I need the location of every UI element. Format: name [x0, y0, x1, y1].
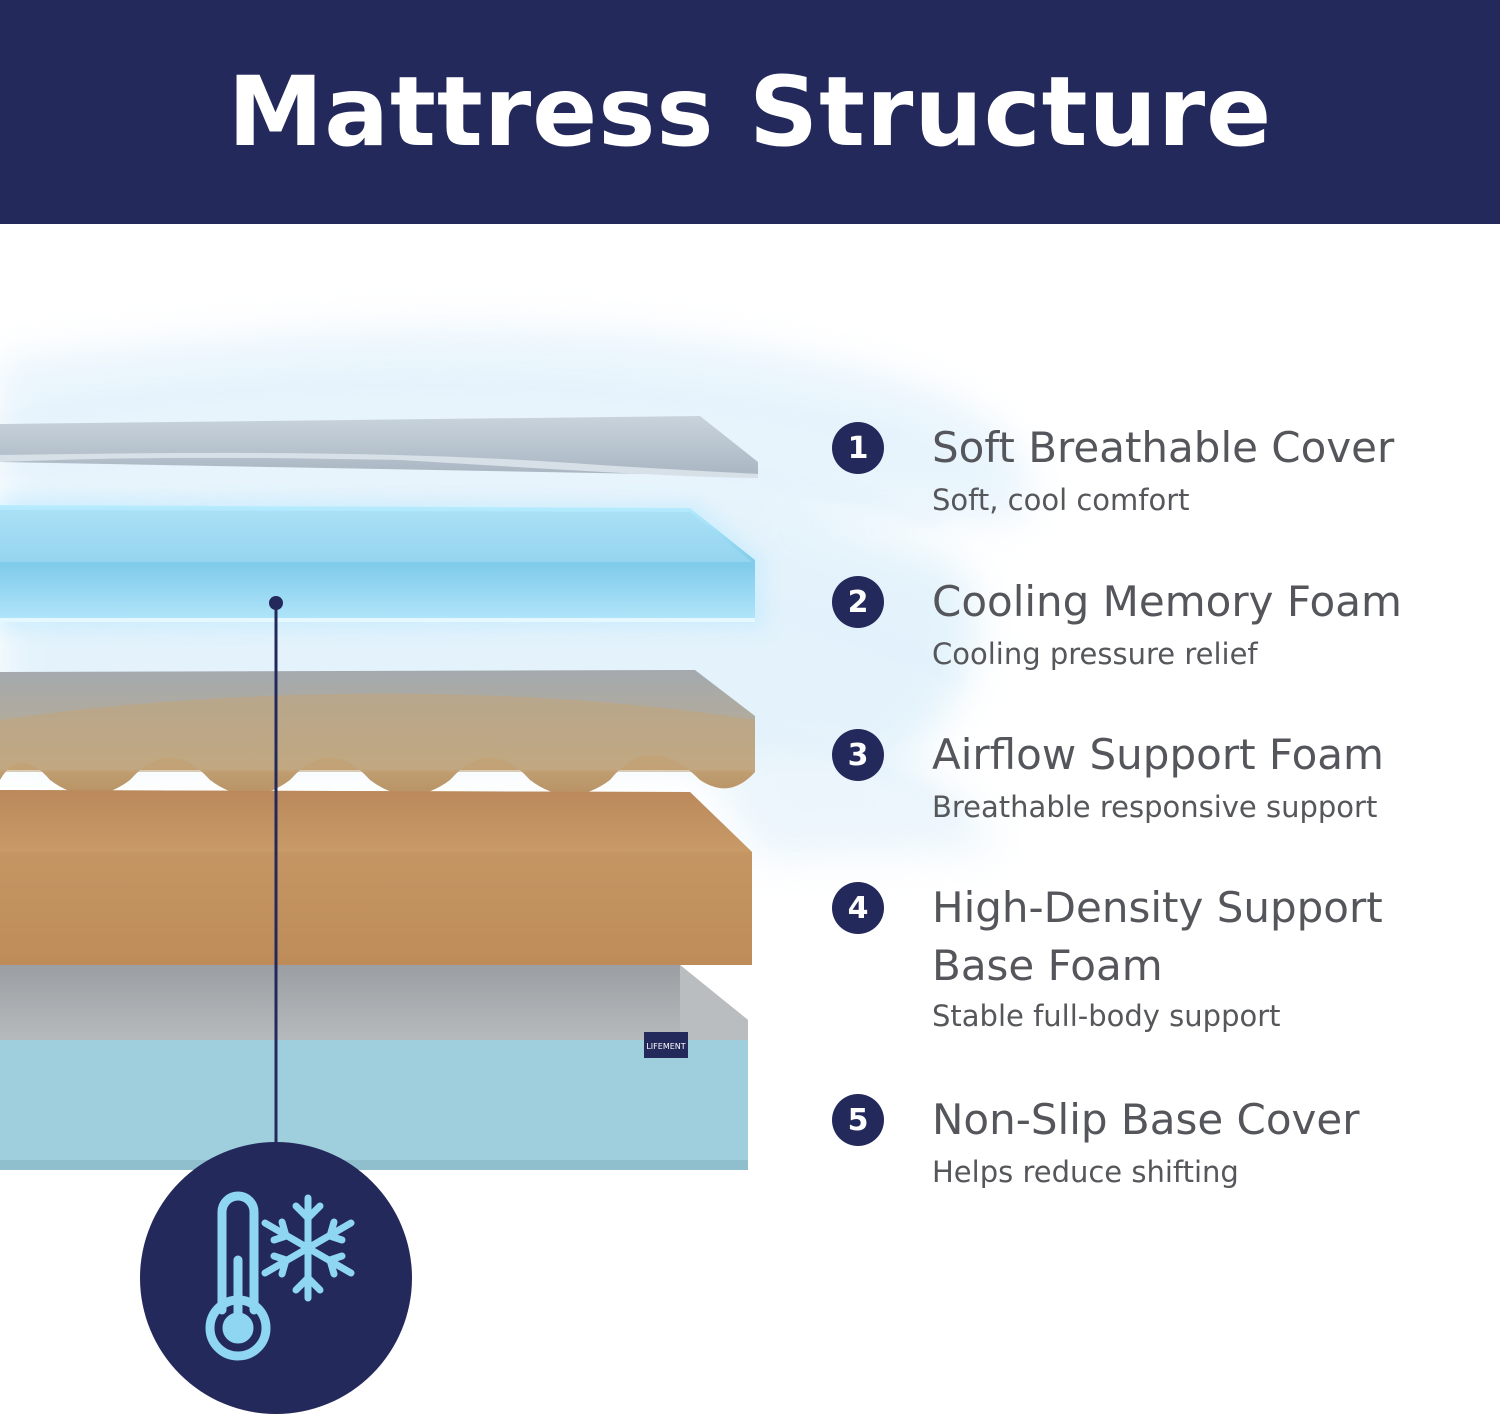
layer-subtitle: Breathable responsive support: [932, 790, 1378, 824]
layer-subtitle: Helps reduce shifting: [932, 1155, 1239, 1189]
layer-title-line-2: Base Foam: [932, 941, 1163, 990]
layer-cooling-foam: [0, 495, 765, 632]
layer-subtitle: Cooling pressure relief: [932, 637, 1258, 671]
layer-number-badge: 2: [832, 576, 884, 628]
layer-title: Cooling Memory Foam: [932, 577, 1402, 626]
header-banner: Mattress Structure: [0, 0, 1500, 224]
layer-title: Soft Breathable Cover: [932, 423, 1395, 472]
cooling-badge: [140, 1142, 412, 1414]
thermometer-snowflake-icon: [205, 1191, 355, 1361]
layer-support-foam: [0, 790, 752, 965]
layer-number-badge: 5: [832, 1094, 884, 1146]
layer-cover: [0, 416, 758, 478]
layer-number-badge: 3: [832, 729, 884, 781]
page-title: Mattress Structure: [227, 56, 1273, 168]
layer-subtitle: Soft, cool comfort: [932, 483, 1190, 517]
layer-base-cover: LIFEMENT: [0, 965, 748, 1170]
layer-subtitle: Stable full-body support: [932, 999, 1281, 1033]
cooling-callout: [269, 596, 283, 1145]
brand-tag: [644, 1032, 688, 1058]
layer-airflow-foam: [0, 670, 755, 795]
layer-title: Airflow Support Foam: [932, 730, 1384, 779]
layer-title: High-Density Support: [932, 883, 1383, 932]
brand-tag-label: LIFEMENT: [646, 1042, 685, 1051]
layer-title: Non-Slip Base Cover: [932, 1095, 1360, 1144]
layer-number-badge: 4: [832, 882, 884, 934]
mattress-illustration: LIFEMENT: [0, 328, 1029, 1414]
layer-number-badge: 1: [832, 422, 884, 474]
